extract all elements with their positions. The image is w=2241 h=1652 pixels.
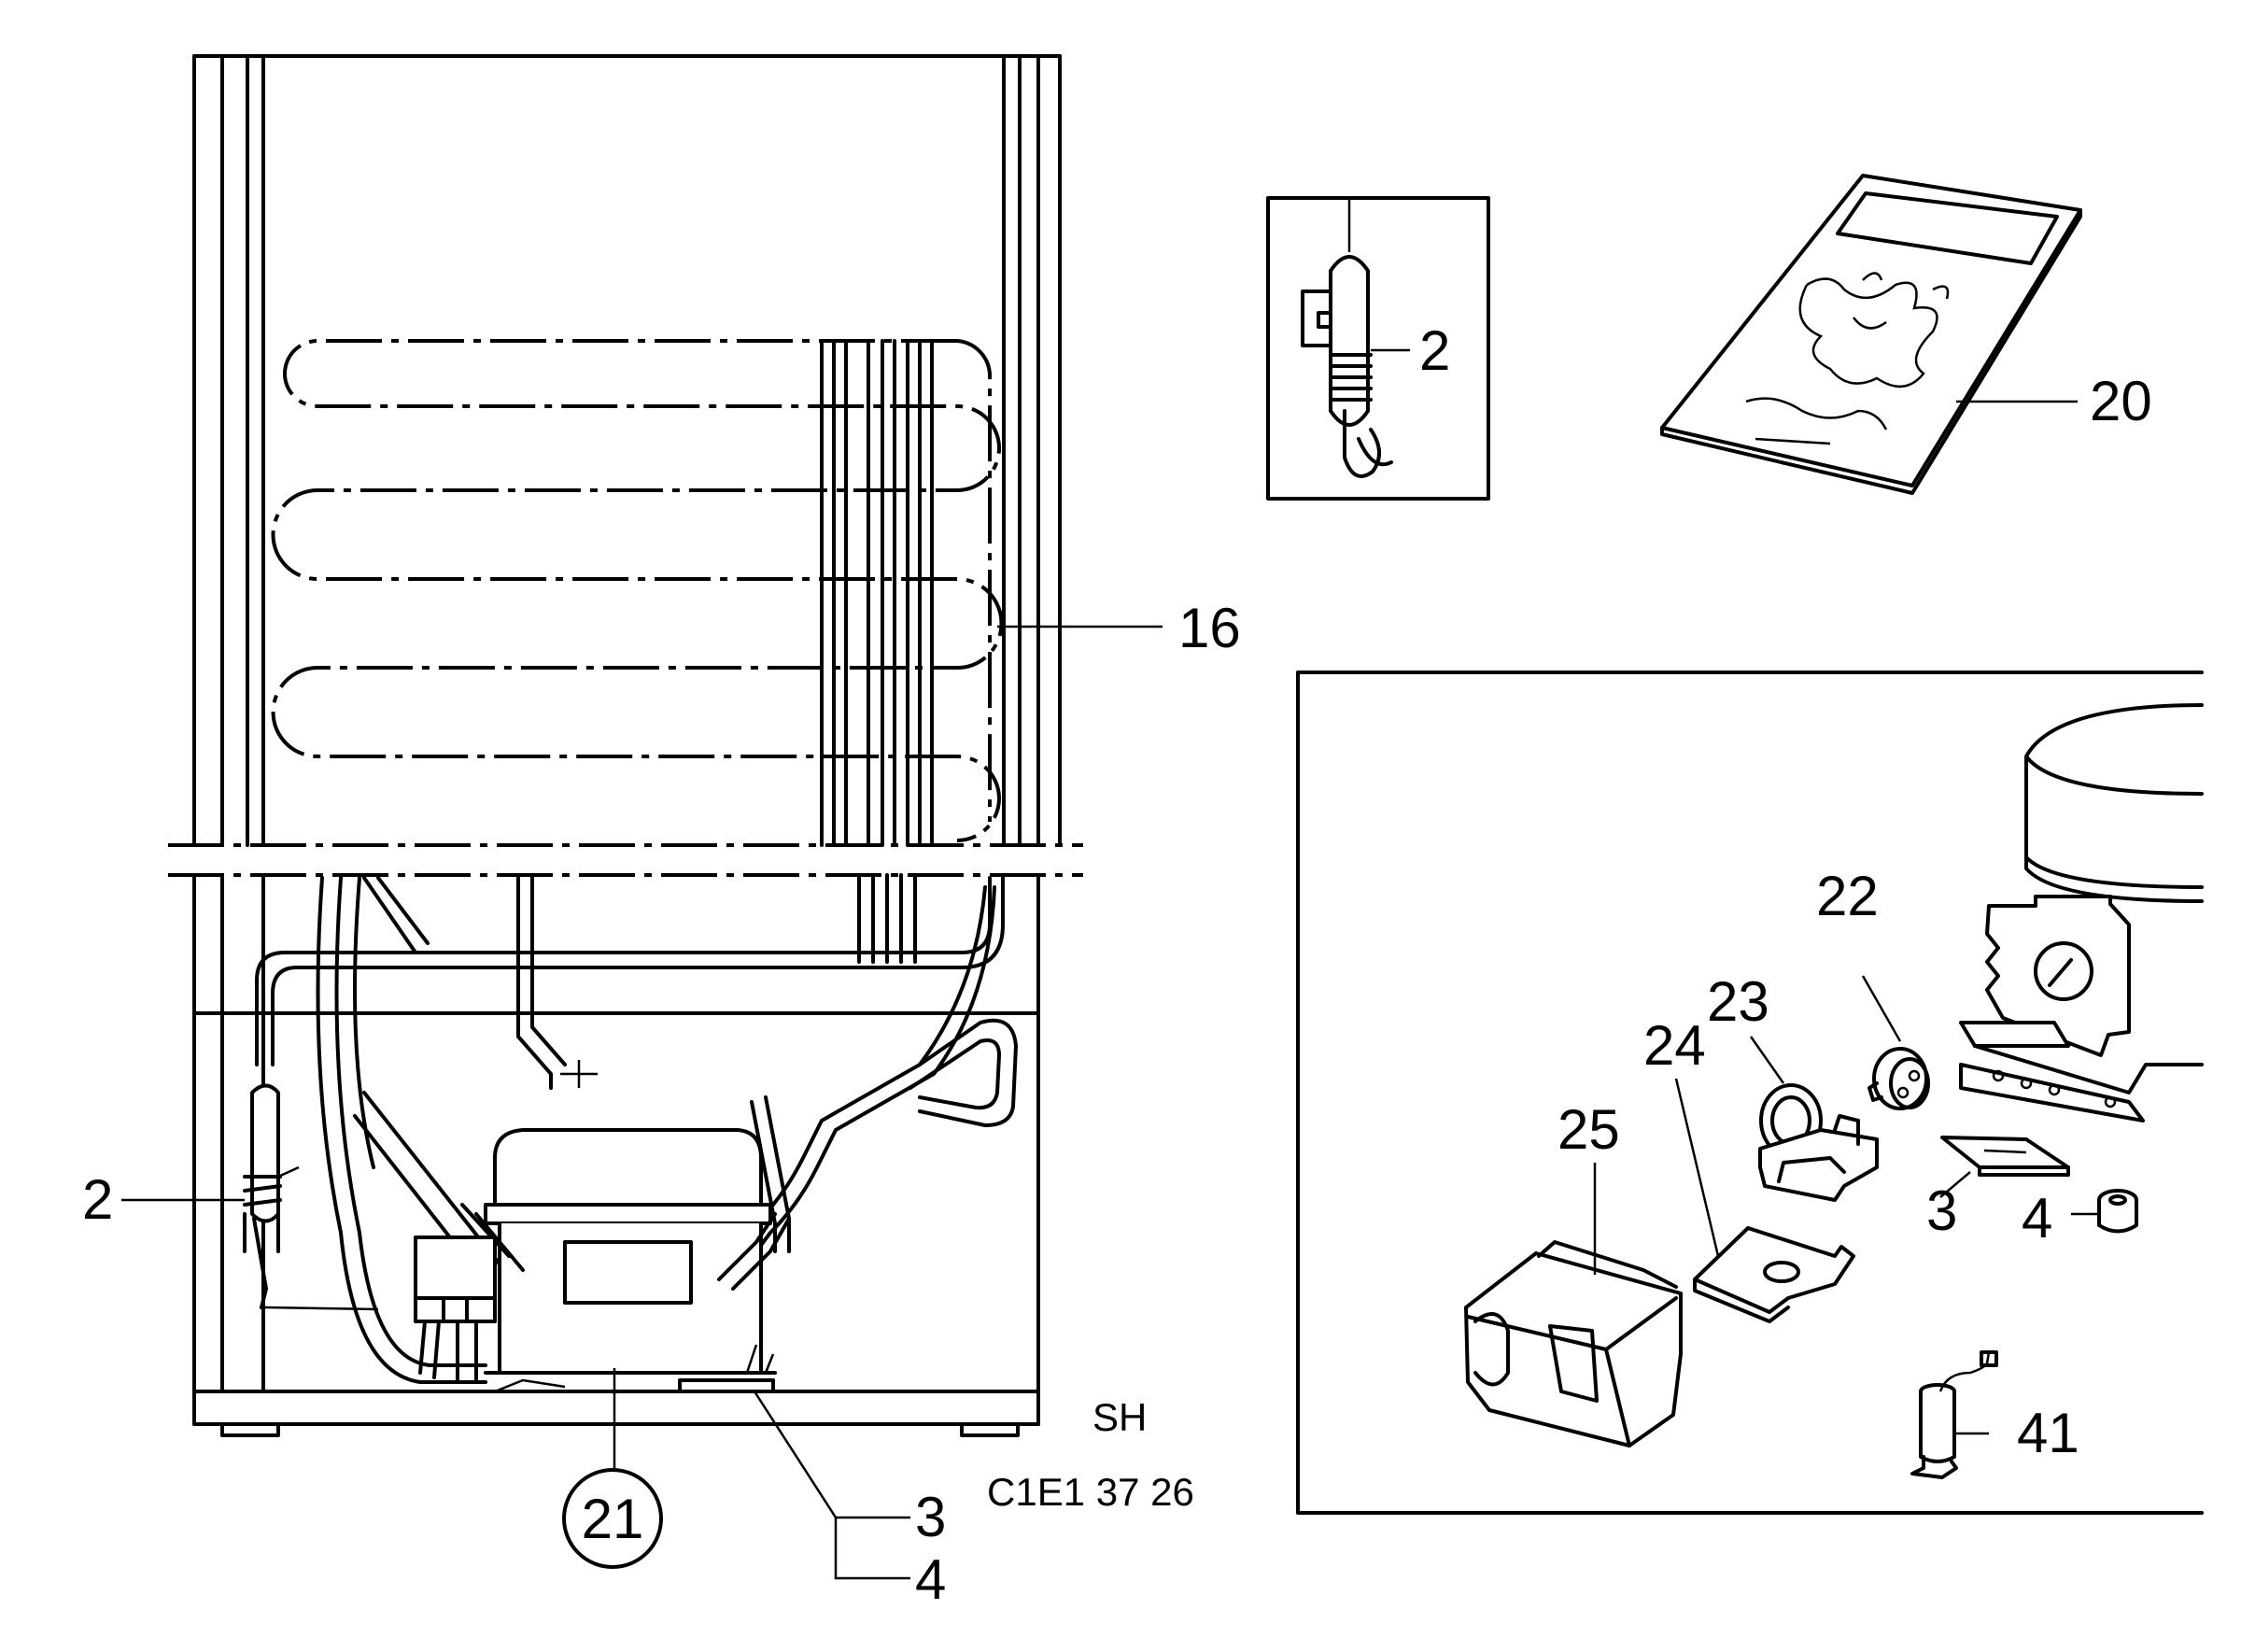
part-3-bracket: 3: [1926, 1136, 2070, 1242]
label-16: 16: [1178, 597, 1241, 659]
break-lines: [168, 843, 1083, 877]
condenser-coil: [271, 339, 1004, 842]
label-25: 25: [1557, 1098, 1620, 1161]
compressor: [460, 1128, 791, 1375]
part-23-relay: 23: [1707, 970, 1879, 1202]
label-24: 24: [1643, 1014, 1706, 1077]
label-23: 23: [1707, 970, 1769, 1033]
compressor-mount: [678, 1344, 775, 1393]
label-2-left: 2: [82, 1168, 113, 1231]
label-4-right: 4: [2022, 1187, 2052, 1250]
compressor-parts-panel: 22 23 3 4: [1296, 671, 2204, 1515]
cabinet-upper: [192, 54, 1062, 847]
caption-code: C1E1 37 26: [987, 1470, 1194, 1514]
sensor-detail-inset: 2: [1266, 196, 1490, 501]
starter-relay: [414, 1235, 566, 1393]
label-3-left: 3: [915, 1486, 946, 1548]
label-21: 21: [582, 1488, 644, 1550]
label-41: 41: [2017, 1402, 2079, 1464]
label-2-inset: 2: [1419, 319, 1450, 382]
left-callouts: 2 16 21 3 4 SH C1E1 37 26: [82, 597, 1241, 1611]
riser-tubes: [820, 339, 934, 964]
part-41-capacitor: 41: [1910, 1350, 2079, 1479]
label-3-right: 3: [1926, 1179, 1957, 1242]
part-25-terminal-cover: 25: [1464, 1098, 1683, 1447]
part-4-grommet: 4: [2022, 1187, 2138, 1250]
refrigerator-back-view: [168, 54, 1083, 1437]
compressor-detail: [1959, 703, 2204, 1123]
label-4-left: 4: [915, 1548, 946, 1611]
caption-sh: SH: [1092, 1395, 1147, 1439]
leader-4-left: [834, 1518, 910, 1580]
part-24-cover: 24: [1643, 1014, 1855, 1323]
circle-21: [562, 1468, 663, 1569]
label-20: 20: [2090, 370, 2152, 432]
leader-3-left: [753, 1391, 910, 1519]
label-22: 22: [1816, 865, 1879, 927]
instruction-manual: 20: [1660, 174, 2152, 495]
part-22-protector: 22: [1816, 865, 1930, 1110]
lower-piping: [255, 876, 1018, 1384]
thermostat-sensor-left: [243, 1083, 379, 1311]
